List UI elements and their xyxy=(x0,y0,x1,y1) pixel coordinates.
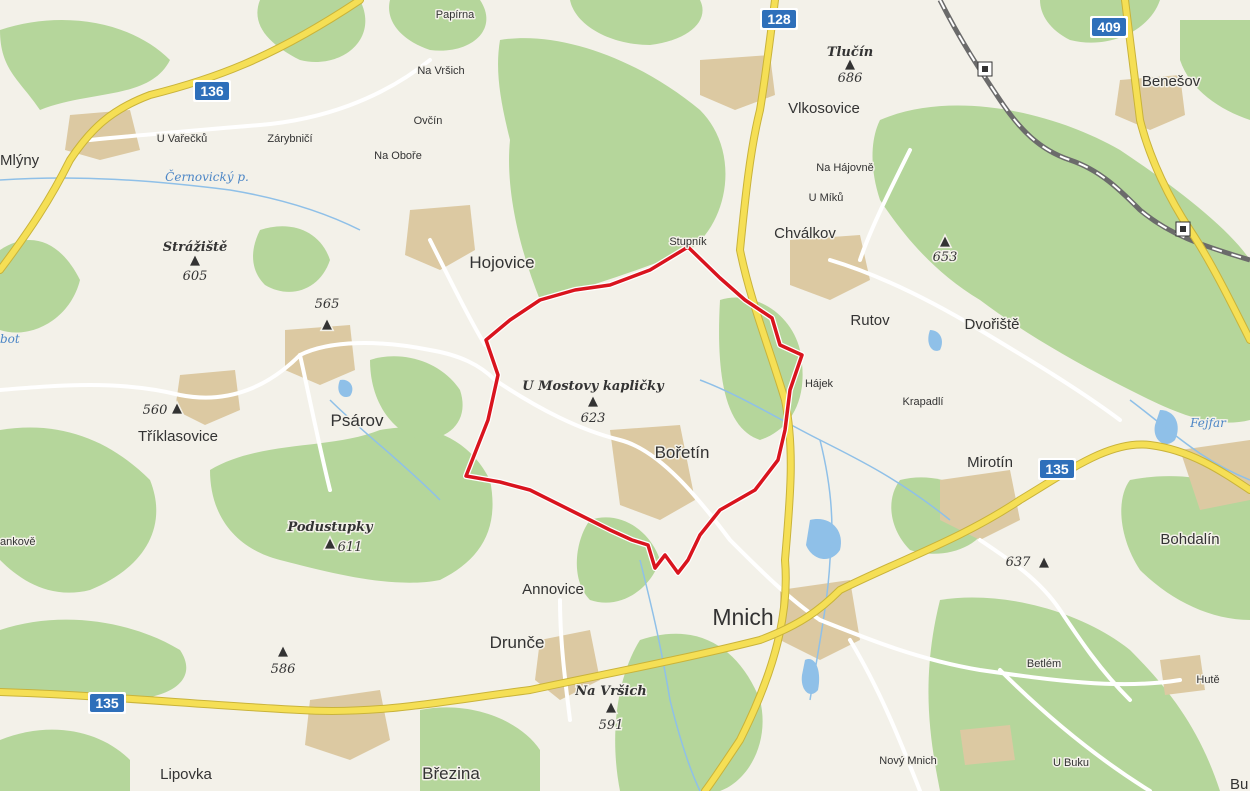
peak-triangle-icon: ▲ xyxy=(588,394,598,409)
railway-station-icon xyxy=(977,61,993,77)
town-label-vlkosovice: Vlkosovice xyxy=(788,100,860,117)
peak-triangle-icon: ▲ xyxy=(845,57,855,72)
locality-u-vareck: U Vařečků xyxy=(157,133,208,145)
town-labels: Mnich Hojovice Psárov Bořetín Drunče Bře… xyxy=(0,72,1221,785)
town-label-triklasovice: Tříklasovice xyxy=(138,428,218,445)
peak-triangle-icon: ▲ xyxy=(606,700,616,715)
town-label-rutov: Rutov xyxy=(850,312,890,329)
road-shield-409[interactable]: 409 xyxy=(1090,16,1128,38)
town-label-hojovice: Hojovice xyxy=(469,253,534,272)
peak-tlucin-elevation: 686 xyxy=(838,71,863,86)
locality-u-buku: U Buku xyxy=(1053,757,1089,769)
road-shield-136[interactable]: 136 xyxy=(193,80,231,102)
road-shield-135-east[interactable]: 135 xyxy=(1038,458,1076,480)
town-label-mlyny: Mlýny xyxy=(0,152,40,169)
peak-triangle-icon: ▲ xyxy=(940,234,950,249)
town-label-brezina: Březina xyxy=(422,764,480,783)
town-label-lipovka: Lipovka xyxy=(160,766,212,783)
peak-mostovy-name: U Mostovy kapličky xyxy=(522,379,665,394)
peak-labels: Tlučín ▲ 686 Strážiště ▲ 605 565 ▲ 560 ▲… xyxy=(141,44,1050,735)
peak-triangle-icon: ▲ xyxy=(325,536,335,551)
peak-strazistve-elevation: 605 xyxy=(183,269,208,284)
locality-papirna: Papírna xyxy=(436,9,475,21)
stream-fejfar: Fejfar xyxy=(1189,416,1227,430)
town-label-chvalkov: Chválkov xyxy=(774,225,836,242)
hiking-route[interactable] xyxy=(464,245,804,575)
svg-text:128: 128 xyxy=(767,11,791,27)
peak-triangle-icon: ▲ xyxy=(172,401,182,416)
svg-text:136: 136 xyxy=(200,83,224,99)
peak-triangle-icon: ▲ xyxy=(278,644,288,659)
locality-na-vrsich: Na Vršich xyxy=(417,65,464,77)
peak-triangle-icon: ▲ xyxy=(190,253,200,268)
locality-na-obore: Na Oboře xyxy=(374,150,422,162)
town-label-mirotin: Mirotín xyxy=(967,454,1013,471)
svg-text:135: 135 xyxy=(95,695,119,711)
railway-station-icon xyxy=(1175,221,1191,237)
peak-triangle-icon: ▲ xyxy=(1039,555,1049,570)
town-label-drunce: Drunče xyxy=(490,633,545,652)
svg-text:409: 409 xyxy=(1097,19,1121,35)
locality-krapadli: Krapadlí xyxy=(903,396,944,408)
peak-mostovy-elevation: 623 xyxy=(581,411,606,426)
svg-text:135: 135 xyxy=(1045,461,1069,477)
peak-navrsich-elevation: 591 xyxy=(599,718,624,733)
peak-podustupky-elevation: 611 xyxy=(338,540,363,555)
peak-triangle-icon: ▲ xyxy=(322,317,332,332)
locality-ovcin: Ovčín xyxy=(414,115,443,127)
locality-bu: Bu xyxy=(1230,776,1248,791)
locality-betlem: Betlém xyxy=(1027,658,1061,670)
town-label-bohdalin: Bohdalín xyxy=(1160,531,1219,548)
locality-na-hajovne: Na Hájovně xyxy=(816,162,873,174)
minor-road-layer xyxy=(0,58,1182,791)
water-labels: Černovický p. Fejfar bot xyxy=(0,167,1229,432)
peak-560-elevation: 560 xyxy=(143,403,168,418)
peak-586-elevation: 586 xyxy=(271,662,296,677)
peak-strazistve-name: Strážiště xyxy=(163,240,228,255)
locality-labels: Papírna Na Vršich Ovčín Na Oboře U Vařeč… xyxy=(0,8,1250,791)
peak-565-elevation: 565 xyxy=(315,297,340,312)
peak-653-elevation: 653 xyxy=(933,250,958,265)
locality-hajek: Hájek xyxy=(805,378,834,390)
town-label-benesov: Benešov xyxy=(1142,73,1201,90)
peak-navrsich-name: Na Vršich xyxy=(574,684,646,699)
locality-u-miku: U Míků xyxy=(809,192,844,204)
town-label-psarov: Psárov xyxy=(331,411,384,430)
stream-cernovicky: Černovický p. xyxy=(165,168,249,184)
town-label-boretin: Bořetín xyxy=(655,443,710,462)
stream-bot: bot xyxy=(0,332,20,346)
locality-hute: Hutě xyxy=(1196,674,1219,686)
road-shield-128[interactable]: 128 xyxy=(760,8,798,30)
peak-podustupky-name: Podustupky xyxy=(286,520,374,535)
town-label-dvoriste: Dvořiště xyxy=(964,316,1019,333)
town-label-annovice: Annovice xyxy=(522,581,584,598)
locality-stupnik: Stupník xyxy=(669,236,707,248)
locality-novy-mnich: Nový Mnich xyxy=(879,755,936,767)
locality-zarybnici: Zárybničí xyxy=(267,133,312,145)
town-label-mnich: Mnich xyxy=(712,604,773,630)
peak-tlucin-name: Tlučín xyxy=(827,45,873,60)
locality-ankove: ankově xyxy=(0,536,35,548)
peak-637-elevation: 637 xyxy=(1006,555,1032,570)
road-shield-135-west[interactable]: 135 xyxy=(88,692,126,714)
